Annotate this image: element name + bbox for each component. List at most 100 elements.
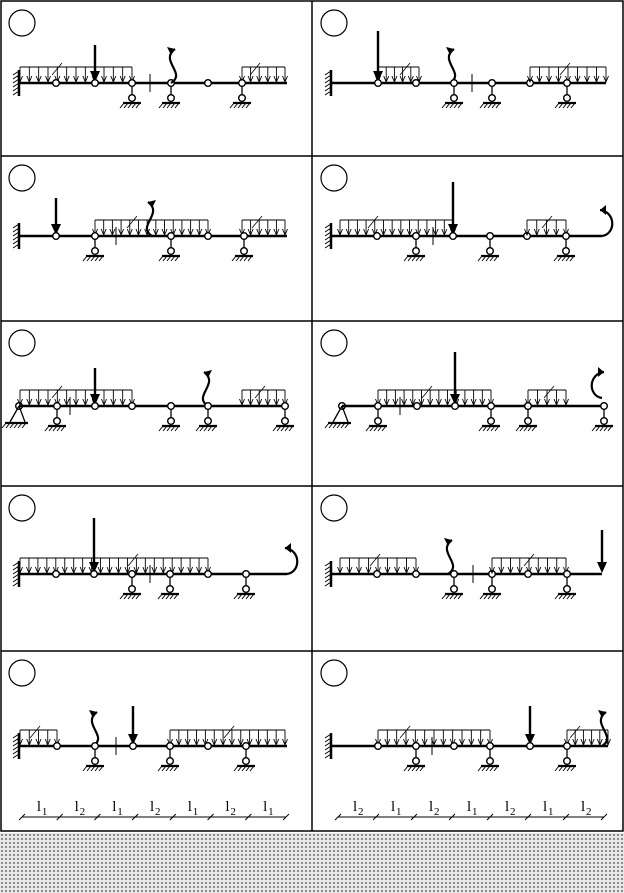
load-arrowhead <box>26 398 33 407</box>
ground-hatch <box>13 422 19 429</box>
load-arrowhead <box>459 738 465 747</box>
load-arrowhead <box>392 398 399 407</box>
ground-hatch <box>407 765 413 772</box>
ground-hatch <box>477 765 483 772</box>
ground-hatch <box>489 255 495 262</box>
load-arrowhead <box>479 398 486 407</box>
load-arrowhead <box>124 566 131 575</box>
load-arrowhead <box>160 566 167 575</box>
load-arrowhead <box>273 398 280 407</box>
wall-hatch <box>324 243 332 249</box>
roller-joint <box>90 756 99 765</box>
moment-arrowhead <box>204 370 212 378</box>
load-arrowhead <box>407 75 414 84</box>
wall-hatch <box>12 753 20 759</box>
ground-hatch <box>135 102 141 109</box>
load-arrowhead <box>79 566 86 575</box>
load-arrowhead <box>282 75 288 84</box>
load-arrowhead <box>97 566 104 575</box>
load-label-leader <box>541 215 553 229</box>
ground-hatch <box>247 255 253 262</box>
load-arrowhead <box>365 566 372 575</box>
load-label-leader <box>254 385 266 399</box>
load-arrowhead <box>399 75 406 84</box>
load-arrowhead <box>356 566 362 575</box>
hinge-icon <box>241 569 250 578</box>
ground-hatch <box>482 425 488 432</box>
force-arrowhead <box>89 562 99 573</box>
load-arrowhead <box>144 228 151 237</box>
ground-hatch <box>441 593 447 600</box>
load-arrowhead <box>401 398 407 407</box>
load-arrowhead <box>544 398 550 407</box>
dimension-tick <box>410 813 418 821</box>
ground-hatch <box>531 425 537 432</box>
ground-hatch <box>328 422 334 429</box>
wall-hatch <box>12 70 20 76</box>
ground-hatch <box>591 425 597 432</box>
dimension-tick <box>244 813 252 821</box>
load-arrowhead <box>161 228 168 237</box>
load-arrowhead <box>196 566 202 575</box>
load-arrowhead <box>239 398 245 407</box>
dimension-letter: l <box>150 799 154 815</box>
ground-hatch <box>419 255 425 262</box>
roller-joint <box>166 416 175 425</box>
ground-hatch <box>123 593 129 600</box>
ground-hatch <box>523 425 529 432</box>
dimension-letter: l <box>429 799 433 815</box>
load-arrowhead <box>26 738 33 747</box>
ground-hatch <box>229 102 235 109</box>
pin-strut <box>9 405 20 423</box>
wall-hatch <box>324 231 332 237</box>
ground-hatch <box>340 422 346 429</box>
load-arrowhead <box>34 566 41 575</box>
load-arrowhead <box>35 398 42 407</box>
load-arrowhead <box>45 398 51 407</box>
load-arrowhead <box>35 738 42 747</box>
load-arrowhead <box>135 228 142 237</box>
load-arrowhead <box>536 75 543 84</box>
load-label-leader <box>559 62 571 76</box>
scheme-panel-4 <box>8 494 299 600</box>
dimension-tick <box>562 813 570 821</box>
load-arrowhead <box>393 738 400 747</box>
hinge-icon <box>239 231 248 240</box>
dimension-letter: l <box>75 799 79 815</box>
roller-joint <box>241 756 250 765</box>
hinge-icon <box>450 401 459 410</box>
dimension-index: 2 <box>358 806 364 818</box>
roller-joint <box>562 584 571 593</box>
load-arrowhead <box>273 738 280 747</box>
dimension-tick <box>600 813 608 821</box>
dimension-tick <box>18 813 26 821</box>
force-arrowhead <box>90 71 100 82</box>
dimension-tick <box>56 813 64 821</box>
ground-hatch <box>241 102 247 109</box>
load-arrowhead <box>391 75 398 84</box>
ground-hatch <box>344 422 350 429</box>
load-arrowhead <box>26 75 33 84</box>
hinge-icon <box>485 231 494 240</box>
load-arrowhead <box>397 228 404 237</box>
ground-hatch <box>243 255 249 262</box>
hinge-icon <box>52 569 61 578</box>
ground-hatch <box>249 593 255 600</box>
load-arrowhead <box>142 566 149 575</box>
panel-number-circle <box>8 329 36 357</box>
ground-hatch <box>174 255 180 262</box>
roller-joint <box>562 756 571 765</box>
hinge-icon <box>374 78 383 87</box>
hinge-icon <box>486 401 495 410</box>
ground-hatch <box>554 765 560 772</box>
load-arrowhead <box>82 398 89 407</box>
dimension-tick <box>334 813 342 821</box>
load-arrowhead <box>133 566 140 575</box>
load-arrowhead <box>432 228 439 237</box>
scheme-panel-5 <box>8 659 288 772</box>
moment-arrowhead <box>598 710 606 718</box>
load-arrowhead <box>63 75 70 84</box>
ground-hatch <box>324 422 330 429</box>
moment-arrowhead <box>148 200 156 208</box>
